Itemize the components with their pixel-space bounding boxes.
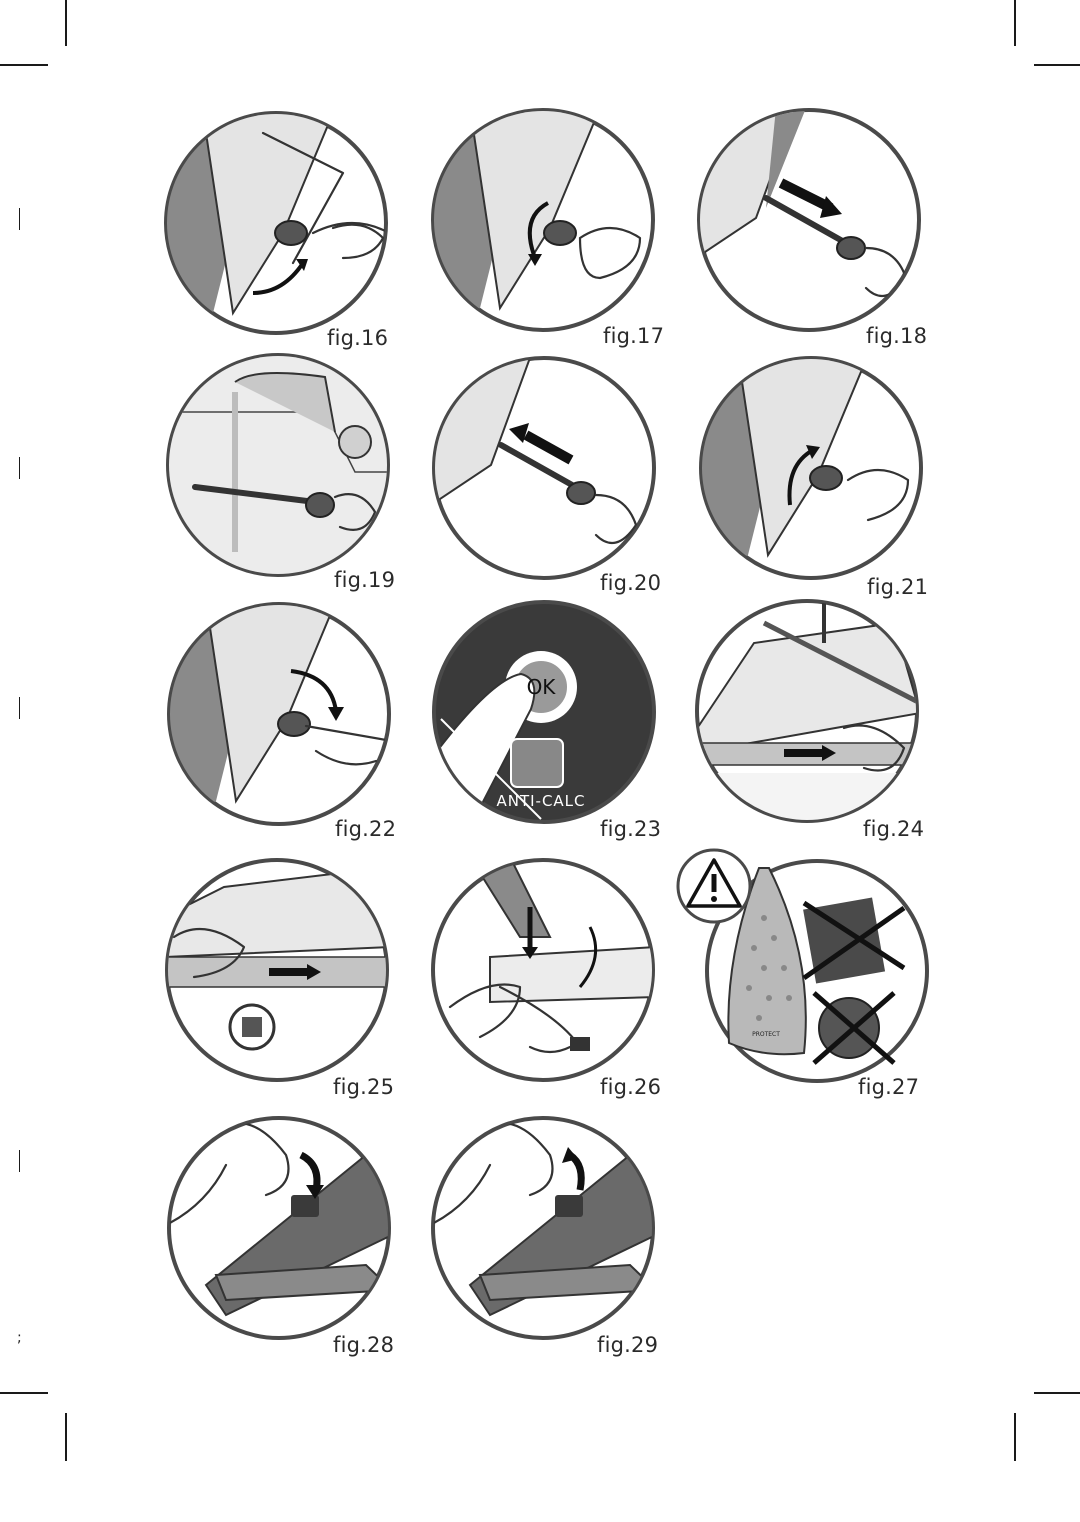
fig25-caption: fig.25 bbox=[333, 1075, 395, 1099]
lock-down-illustration bbox=[167, 1116, 391, 1340]
side-tick-4 bbox=[19, 1150, 20, 1172]
soleplate-warning-illustration: PROTECT bbox=[705, 859, 929, 1083]
crop-mark-top-right bbox=[1014, 0, 1016, 46]
crop-mark-bottom-right-h bbox=[1034, 1392, 1080, 1394]
figure-24 bbox=[694, 599, 920, 829]
figure-16 bbox=[163, 111, 389, 339]
rinse-rod-illustration bbox=[166, 353, 390, 577]
soleplate-label: PROTECT bbox=[752, 1031, 780, 1038]
figure-21 bbox=[698, 355, 924, 581]
fig28-caption: fig.28 bbox=[333, 1333, 395, 1357]
unscrew-cap-illustration bbox=[164, 111, 388, 335]
rotate-arrow-icon bbox=[252, 261, 305, 295]
crop-mark-bottom-left-h bbox=[0, 1392, 48, 1394]
fig22-caption: fig.22 bbox=[335, 817, 397, 841]
figure-26 bbox=[430, 857, 656, 1083]
push-arrow-icon bbox=[523, 430, 574, 465]
crop-mark-bottom-right bbox=[1014, 1413, 1016, 1461]
fig29-caption: fig.29 bbox=[597, 1333, 659, 1357]
fig20-caption: fig.20 bbox=[600, 571, 662, 595]
fig17-caption: fig.17 bbox=[603, 324, 665, 348]
fig24-caption: fig.24 bbox=[863, 817, 925, 841]
fig18-caption: fig.18 bbox=[866, 324, 928, 348]
crop-mark-bottom-left bbox=[65, 1413, 67, 1461]
turn-cap-illustration bbox=[431, 108, 655, 332]
pull-rod-illustration bbox=[697, 108, 921, 332]
figure-17 bbox=[430, 108, 656, 334]
figure-20 bbox=[431, 355, 657, 581]
fig21-caption: fig.21 bbox=[867, 575, 929, 599]
anti-calc-label: ANTI-CALC bbox=[496, 792, 585, 810]
crop-mark-top-left bbox=[65, 0, 67, 46]
fig19-caption: fig.19 bbox=[334, 568, 396, 592]
figure-29 bbox=[430, 1115, 656, 1341]
push-arrow-icon bbox=[778, 178, 834, 213]
figure-23: OK ANTI-CALC bbox=[431, 599, 657, 825]
figure-22 bbox=[166, 601, 392, 827]
figure-25 bbox=[164, 857, 390, 1083]
figure-27: PROTECT bbox=[676, 848, 930, 1084]
side-tick-1 bbox=[19, 208, 20, 230]
slide-collector-out-illustration bbox=[165, 858, 389, 1082]
cross-out-icon bbox=[802, 900, 906, 981]
wind-cord-illustration bbox=[431, 858, 655, 1082]
unlock-up-illustration bbox=[431, 1116, 655, 1340]
rotate-arrow-icon bbox=[527, 201, 550, 259]
rotate-arrow-icon bbox=[290, 669, 338, 712]
warning-triangle-icon bbox=[676, 848, 752, 924]
fig26-caption: fig.26 bbox=[600, 1075, 662, 1099]
figure-28 bbox=[166, 1115, 392, 1341]
fig27-caption: fig.27 bbox=[858, 1075, 920, 1099]
tighten-cap-illustration bbox=[699, 356, 923, 580]
slide-collector-illustration bbox=[695, 599, 919, 823]
side-tick-3 bbox=[19, 697, 20, 719]
rotate-arrow-icon bbox=[787, 448, 815, 506]
figure-19 bbox=[165, 352, 391, 578]
figure-18 bbox=[696, 108, 922, 334]
ok-button-label: OK bbox=[527, 675, 557, 699]
crop-mark-top-left-h bbox=[0, 64, 48, 66]
plug-icon bbox=[570, 1037, 590, 1051]
page-marker: ; bbox=[17, 1330, 22, 1346]
press-cap-illustration bbox=[167, 602, 391, 826]
side-tick-2 bbox=[19, 457, 20, 479]
crop-mark-top-right-h bbox=[1034, 64, 1080, 66]
fig23-caption: fig.23 bbox=[600, 817, 662, 841]
insert-rod-illustration bbox=[432, 356, 656, 580]
fig16-caption: fig.16 bbox=[327, 326, 389, 350]
cross-out-icon bbox=[812, 991, 896, 1065]
ok-button-illustration: OK ANTI-CALC bbox=[432, 600, 656, 824]
